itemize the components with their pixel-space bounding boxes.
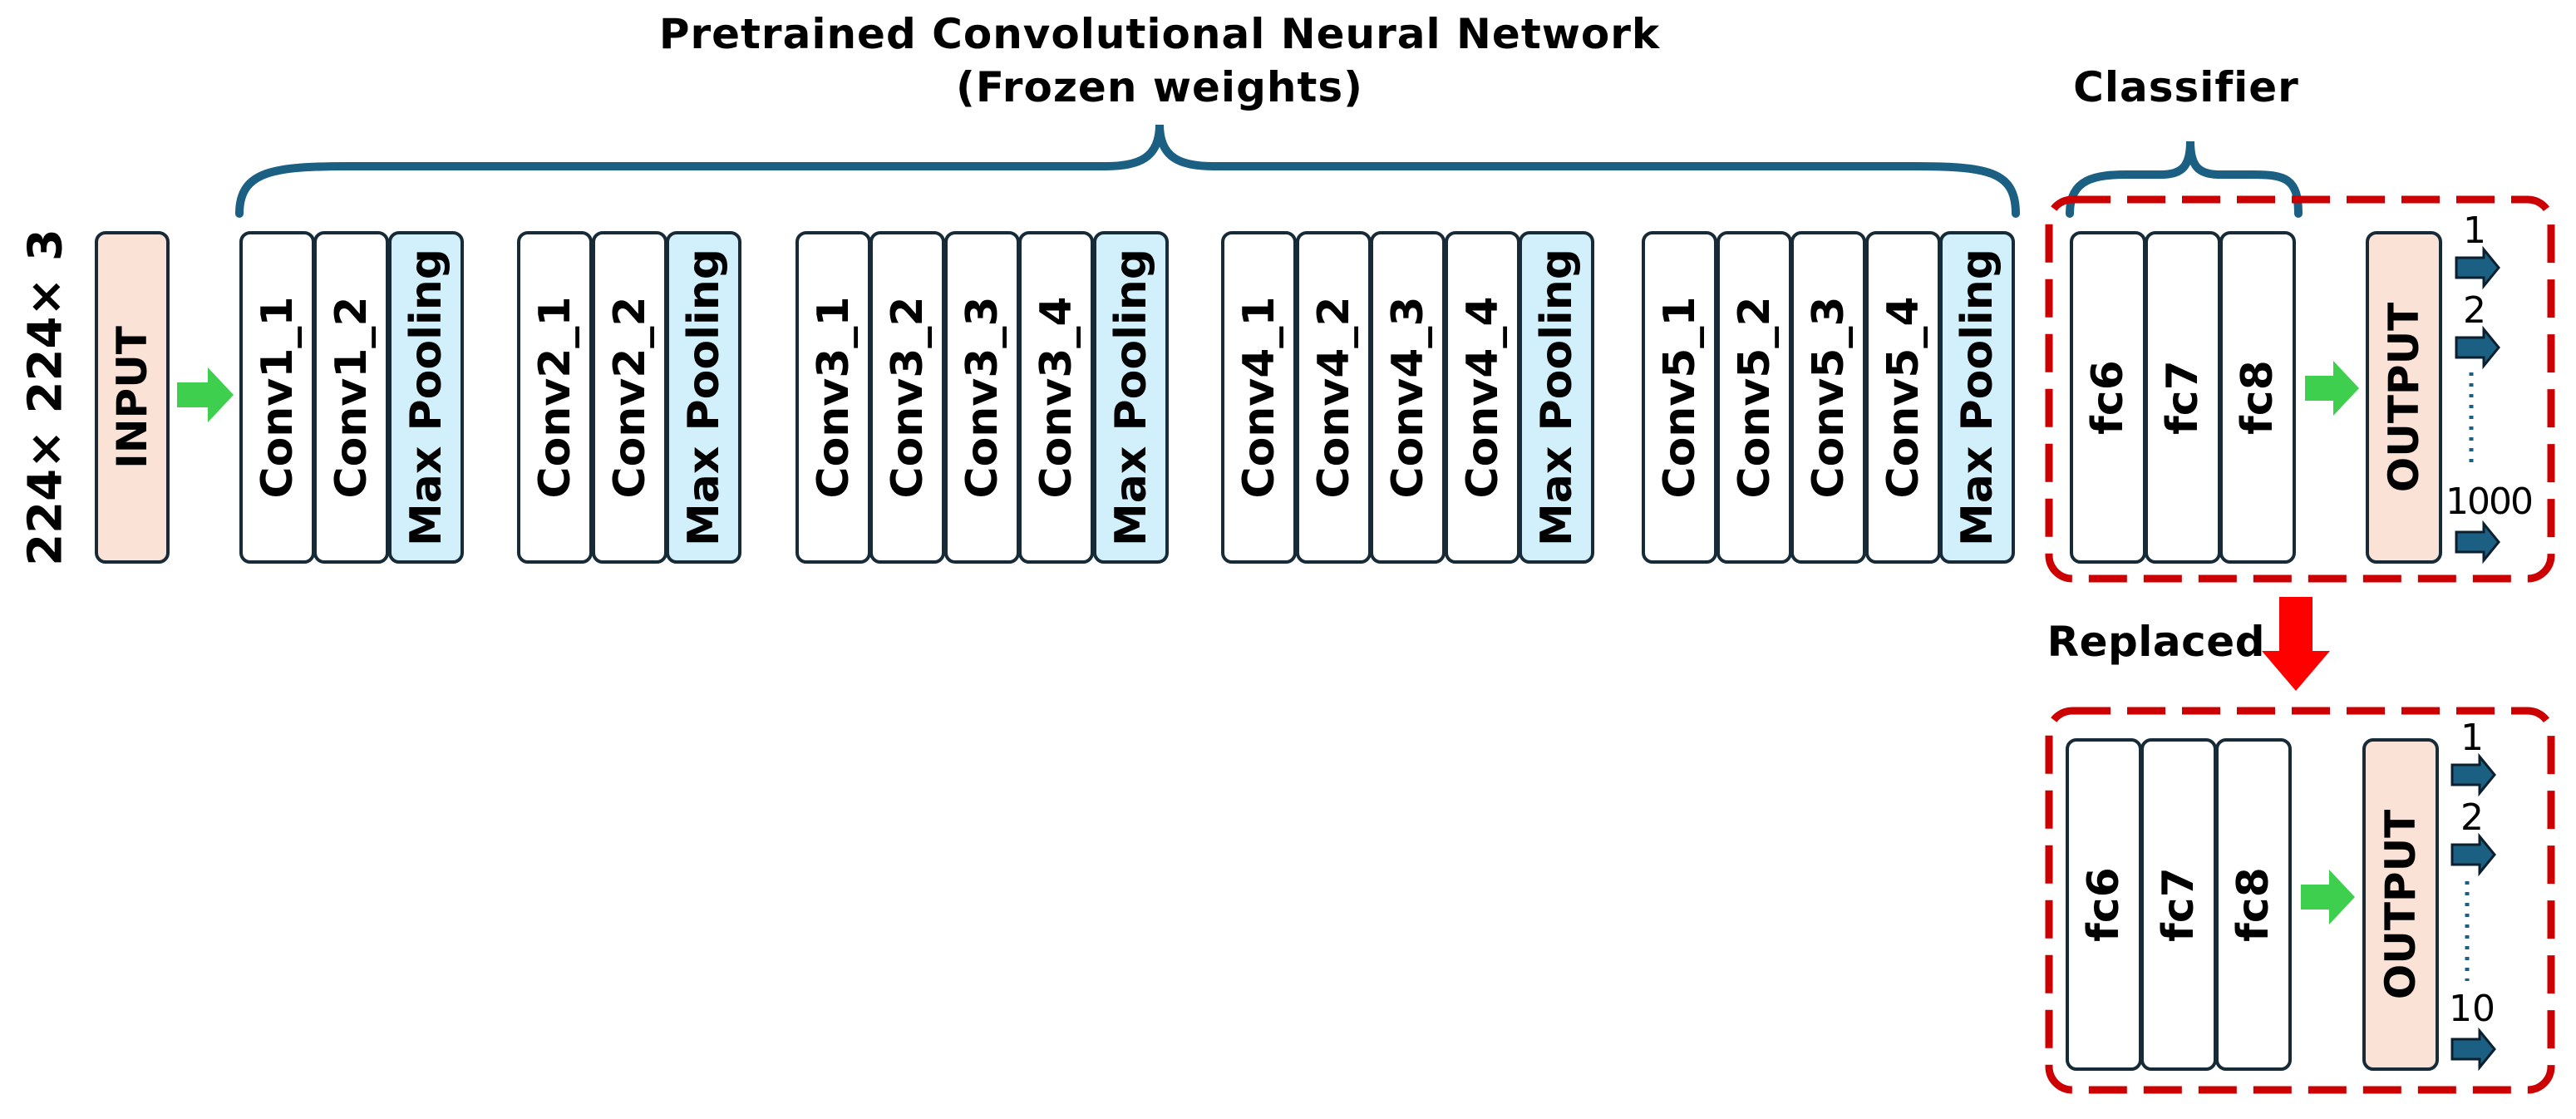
input-flow-arrow — [177, 367, 234, 422]
class-label-1000: 1000 — [2445, 481, 2534, 523]
conv1-1-layer: Conv1_1 — [239, 231, 315, 564]
new-output-block: OUTPUT — [2362, 738, 2439, 1071]
input-block: INPUT — [95, 231, 170, 564]
network-title-line1: Pretrained Convolutional Neural Network — [658, 10, 1661, 58]
max-pooling-2: Max Pooling — [666, 231, 741, 564]
max-pooling-1: Max Pooling — [388, 231, 464, 564]
class-arrow-2 — [2455, 325, 2500, 370]
new-fc8-layer: fc8 — [2215, 738, 2292, 1071]
input-dims: 224× 224× 3 — [18, 229, 73, 566]
new-fc6-layer: fc6 — [2066, 738, 2142, 1071]
max-pooling-3: Max Pooling — [1093, 231, 1169, 564]
new-class-label-10: 10 — [2449, 988, 2495, 1030]
max-pooling-5: Max Pooling — [1939, 231, 2015, 564]
new-class-label-1: 1 — [2460, 717, 2484, 759]
fc-to-output-arrow — [2305, 361, 2359, 416]
classifier-brace — [2066, 140, 2303, 218]
max-pooling-4: Max Pooling — [1519, 231, 1594, 564]
conv3-1-layer: Conv3_1 — [795, 231, 871, 564]
fc6-layer: fc6 — [2070, 231, 2146, 564]
conv1-2-layer: Conv1_2 — [313, 231, 389, 564]
conv3-2-layer: Conv3_2 — [869, 231, 945, 564]
conv5-2-layer: Conv5_2 — [1717, 231, 1792, 564]
new-fc-to-output-arrow — [2301, 870, 2355, 924]
class-arrow-1 — [2455, 245, 2500, 290]
fc7-layer: fc7 — [2145, 231, 2221, 564]
new-class-label-2: 2 — [2460, 796, 2484, 839]
conv4-3-layer: Conv4_3 — [1370, 231, 1446, 564]
conv5-4-layer: Conv5_4 — [1865, 231, 1941, 564]
frozen-network-brace — [235, 124, 2020, 218]
class-label-1: 1 — [2463, 210, 2486, 252]
replaced-label: Replaced — [2047, 618, 2265, 666]
fc8-layer: fc8 — [2219, 231, 2296, 564]
conv2-1-layer: Conv2_1 — [517, 231, 593, 564]
conv5-1-layer: Conv5_1 — [1642, 231, 1717, 564]
new-class-arrow-2 — [2450, 832, 2496, 877]
new-class-arrow-10 — [2450, 1027, 2496, 1072]
conv2-2-layer: Conv2_2 — [592, 231, 667, 564]
conv4-4-layer: Conv4_4 — [1445, 231, 1520, 564]
new-classifier-box — [2045, 707, 2555, 1094]
conv5-3-layer: Conv5_3 — [1790, 231, 1866, 564]
network-title-line2: (Frozen weights) — [956, 63, 1363, 111]
class-arrow-1000 — [2455, 520, 2500, 564]
class-label-2: 2 — [2463, 289, 2486, 332]
conv4-1-layer: Conv4_1 — [1221, 231, 1297, 564]
new-class-arrow-1 — [2450, 752, 2496, 797]
output-block: OUTPUT — [2366, 231, 2442, 564]
new-fc7-layer: fc7 — [2140, 738, 2217, 1071]
classifier-label: Classifier — [2073, 63, 2299, 111]
conv3-4-layer: Conv3_4 — [1018, 231, 1094, 564]
original-classifier-box — [2045, 195, 2555, 583]
replaced-arrow — [2262, 597, 2330, 691]
conv4-2-layer: Conv4_2 — [1296, 231, 1372, 564]
conv3-3-layer: Conv3_3 — [944, 231, 1020, 564]
